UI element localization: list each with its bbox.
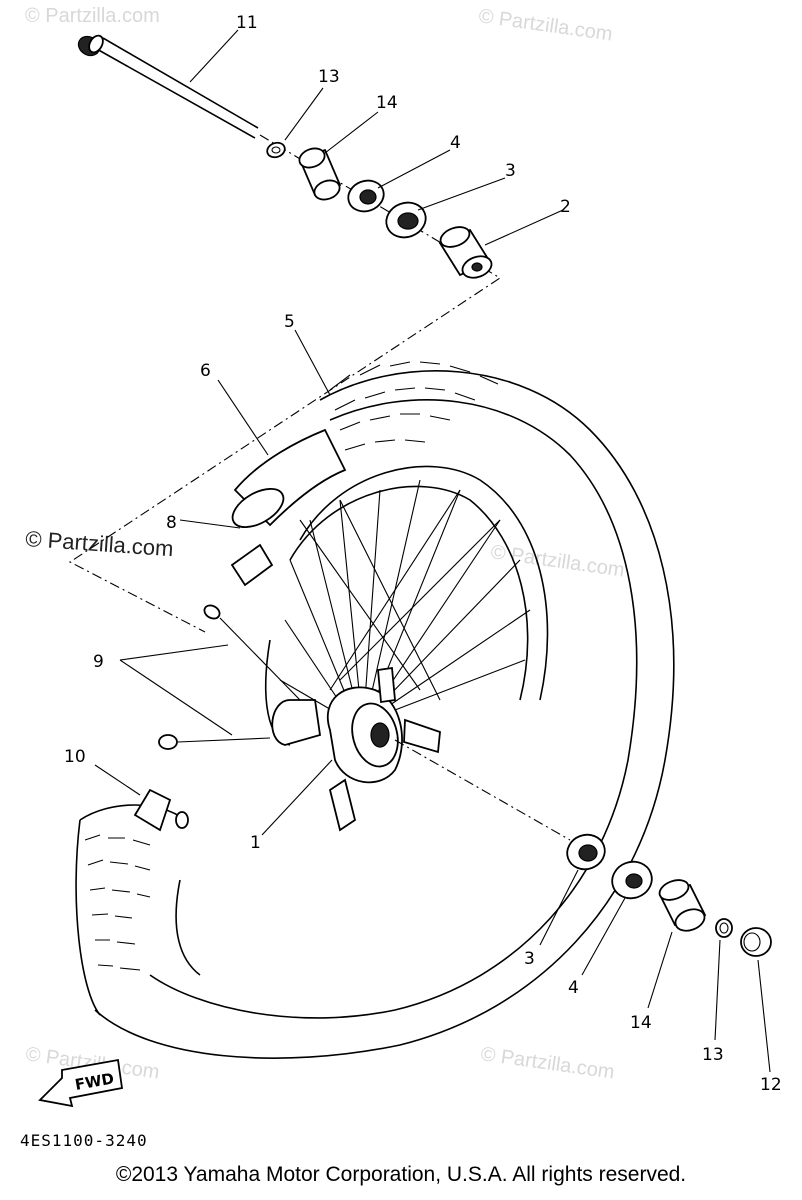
callout-11: 11: [236, 13, 258, 33]
callout-13: 13: [318, 67, 340, 87]
callout-13-bottom: 13: [702, 1045, 724, 1065]
bearing-part-4-bottom: [611, 860, 653, 900]
spacer-part-14: [298, 147, 342, 201]
front-wheel-exploded-diagram: © Partzilla.com © Partzilla.com © Partzi…: [20, 5, 782, 1150]
spacer-part-2: [438, 226, 493, 279]
callout-12: 12: [760, 1075, 782, 1095]
nut-part-12: [740, 927, 772, 957]
spokes-part: [279, 479, 531, 716]
callout-8: 8: [166, 513, 177, 533]
callout-14: 14: [376, 93, 398, 113]
tire-part: [75, 361, 675, 1059]
copyright-notice: ©2013 Yamaha Motor Corporation, U.S.A. A…: [115, 1163, 687, 1186]
watermark: © Partzilla.com: [479, 1043, 616, 1084]
callout-3-bottom: 3: [524, 949, 535, 969]
oil-seal-part-3-bottom: [566, 833, 606, 871]
callout-3: 3: [505, 161, 516, 181]
callout-9: 9: [93, 652, 104, 672]
leader-lines: [94, 29, 771, 1073]
oil-seal-part-3: [385, 201, 427, 239]
diagram-part-code: 4ES1100-3240: [20, 1131, 148, 1150]
watermark: © Partzilla.com: [25, 526, 175, 561]
callout-5: 5: [284, 312, 295, 332]
watermark: © Partzilla.com: [489, 541, 626, 582]
callout-4-bottom: 4: [568, 978, 579, 998]
rim-lock-part-10: [133, 788, 189, 832]
bearing-part-4: [347, 179, 385, 213]
callout-6: 6: [200, 361, 211, 381]
callout-14-bottom: 14: [630, 1013, 652, 1033]
collar-part-13-bottom: [715, 918, 733, 938]
spoke-nipple-part-9: [158, 604, 301, 750]
callout-10: 10: [64, 747, 86, 767]
fwd-arrow-icon: FWD: [38, 1058, 124, 1108]
watermark: © Partzilla.com: [25, 5, 160, 27]
callout-1: 1: [250, 833, 261, 853]
collar-part-13: [266, 141, 286, 159]
spacer-part-14-bottom: [658, 879, 707, 932]
watermark: © Partzilla.com: [477, 5, 614, 46]
callout-2: 2: [560, 197, 571, 217]
callout-4: 4: [450, 133, 461, 153]
hub-part: [271, 666, 441, 832]
rim-part: [230, 428, 549, 746]
axle-part: [77, 34, 259, 139]
